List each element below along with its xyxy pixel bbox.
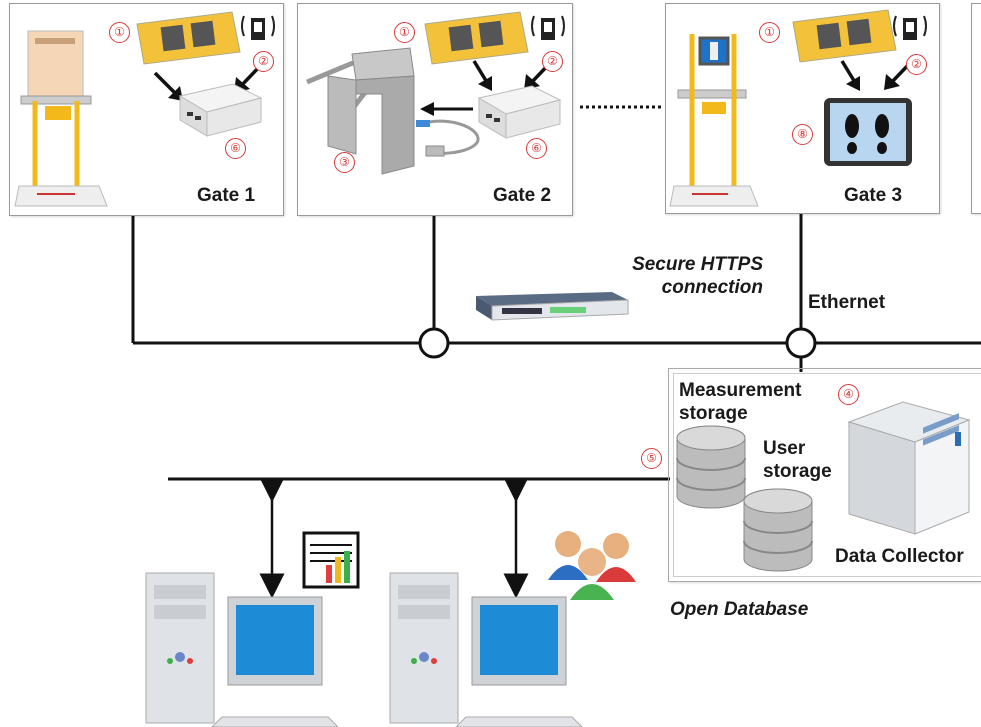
cable-icon [416, 119, 480, 157]
marker-6: ⑥ [225, 138, 246, 159]
arrow-down-icon [153, 71, 183, 101]
controller-box-icon [477, 85, 562, 139]
gate-1-panel[interactable]: ① ② ⑥ Gate 1 [9, 3, 284, 216]
marker-2: ② [542, 51, 563, 72]
rfid-card-icon [893, 15, 927, 40]
footprint-display-icon [824, 98, 912, 166]
database-icon [743, 488, 813, 572]
arrow-down-icon [472, 60, 492, 91]
arrow-down-icon [840, 60, 860, 91]
open-database-label: Open Database [670, 599, 809, 620]
gate-3-panel[interactable]: ① ② ⑧ Gate 3 [665, 3, 940, 214]
desktop-computer-icon [389, 572, 583, 727]
marker-2: ② [906, 54, 927, 75]
data-collector-label: Data Collector [835, 546, 964, 567]
gate-2-label: Gate 2 [493, 185, 552, 206]
gate-1-label: Gate 1 [197, 185, 256, 206]
desktop-computer-icon [145, 572, 339, 727]
arrow-left-pc [259, 477, 285, 599]
measurement-storage-label: Measurement storage [679, 380, 802, 424]
esd-station-stand-icon [14, 30, 108, 207]
marker-8: ⑧ [792, 124, 813, 145]
tester-device-icon [792, 9, 897, 63]
marker-1: ① [759, 22, 780, 43]
marker-6: ⑥ [526, 138, 547, 159]
report-chart-icon [302, 531, 360, 589]
gate-3-label: Gate 3 [844, 185, 903, 206]
tester-device-icon [424, 11, 529, 65]
marker-2: ② [253, 51, 274, 72]
marker-3: ③ [334, 152, 355, 173]
marker-1: ① [394, 22, 415, 43]
marker-4: ④ [838, 384, 859, 405]
users-group-icon [548, 531, 636, 600]
tester-device-icon [136, 11, 241, 65]
database-icon [676, 425, 746, 509]
gate-2-panel[interactable]: ① ② ③ ⑥ Gate 2 [297, 3, 573, 216]
gate-panel-partial [971, 3, 981, 214]
rfid-card-icon [241, 15, 275, 40]
user-storage-label: User storage [763, 438, 832, 482]
marker-5: ⑤ [641, 448, 662, 469]
marker-1: ① [109, 22, 130, 43]
arrow-left-icon [420, 102, 473, 116]
junction-node-left [418, 327, 450, 359]
arrow-right-pc [503, 477, 529, 599]
turnstile-icon [306, 47, 415, 175]
network-switch-icon [476, 292, 629, 321]
secure-https-label: Secure HTTPS connection [632, 254, 763, 298]
junction-node-right [785, 327, 817, 359]
ethernet-label: Ethernet [808, 292, 886, 313]
esd-station-stand-icon [669, 34, 759, 207]
database-panel[interactable] [668, 368, 981, 582]
rfid-card-icon [531, 15, 565, 40]
controller-box-icon [178, 83, 263, 137]
server-icon [847, 401, 971, 535]
